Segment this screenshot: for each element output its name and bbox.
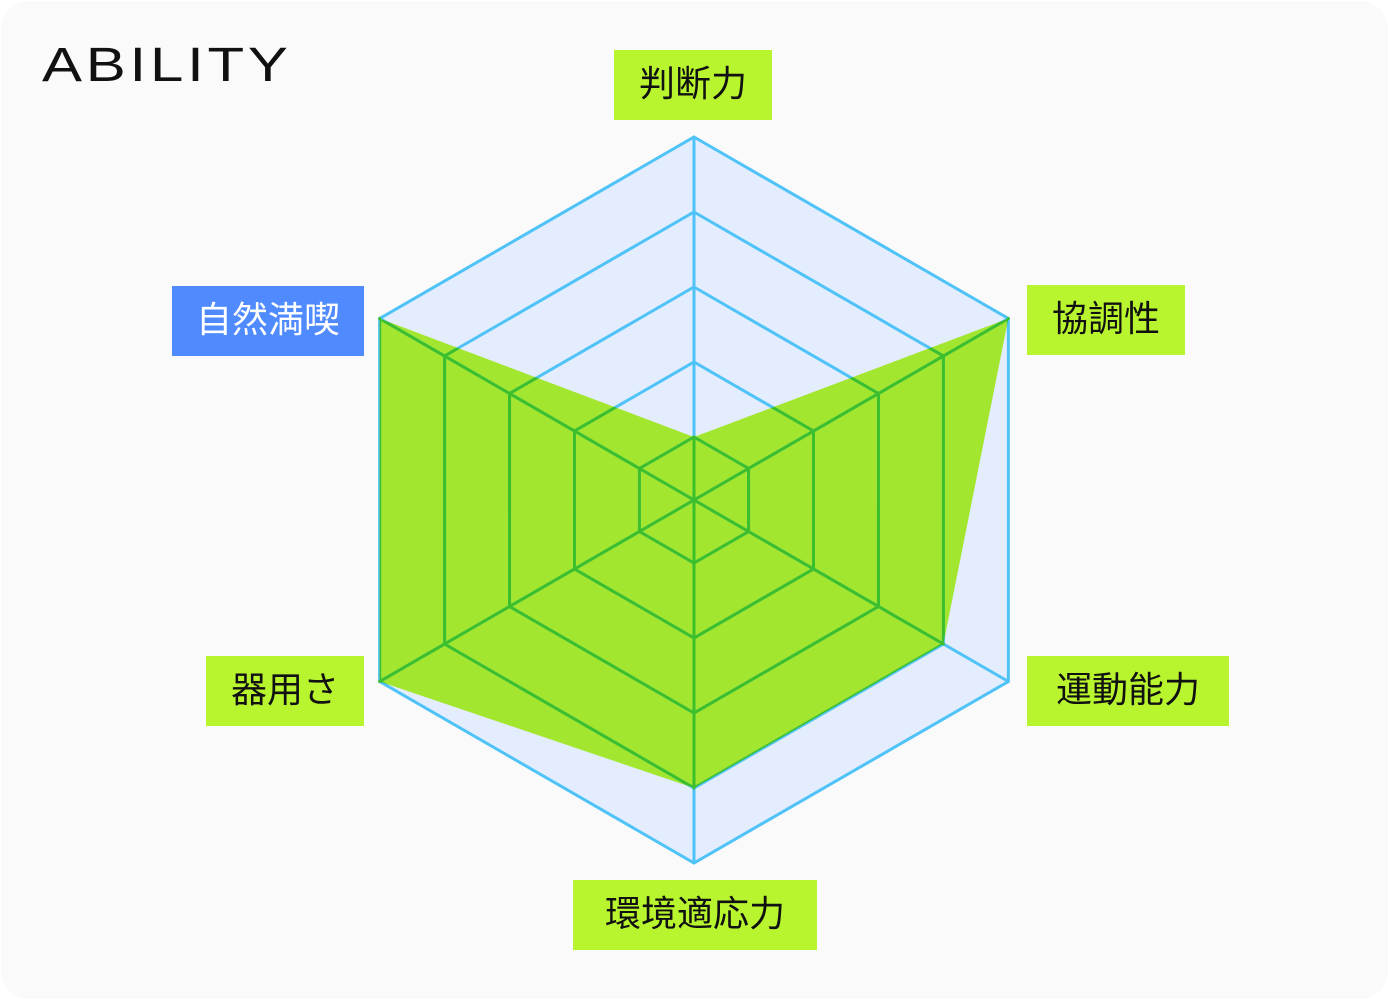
chart-title: ABILITY [42,39,292,92]
grid-spoke-1 [693,318,1009,502]
data-point-3 [692,786,696,790]
axis-label-cooperation[interactable]: 協調性 [1027,285,1185,355]
data-point-1 [1006,317,1010,320]
data-point-5 [378,317,382,320]
axis-label-adaptability[interactable]: 環境適応力 [573,880,817,950]
axis-label-judgment[interactable]: 判断力 [614,50,772,120]
axis-label-motor[interactable]: 運動能力 [1027,656,1229,726]
data-point-4 [378,680,382,683]
data-point-2 [941,642,945,646]
axis-label-nature[interactable]: 自然満喫 [172,286,364,356]
data-point-0 [692,435,696,439]
axis-label-dexterity[interactable]: 器用さ [206,656,364,726]
grid-spoke-4 [379,498,695,683]
grid-spoke-5 [379,318,695,502]
